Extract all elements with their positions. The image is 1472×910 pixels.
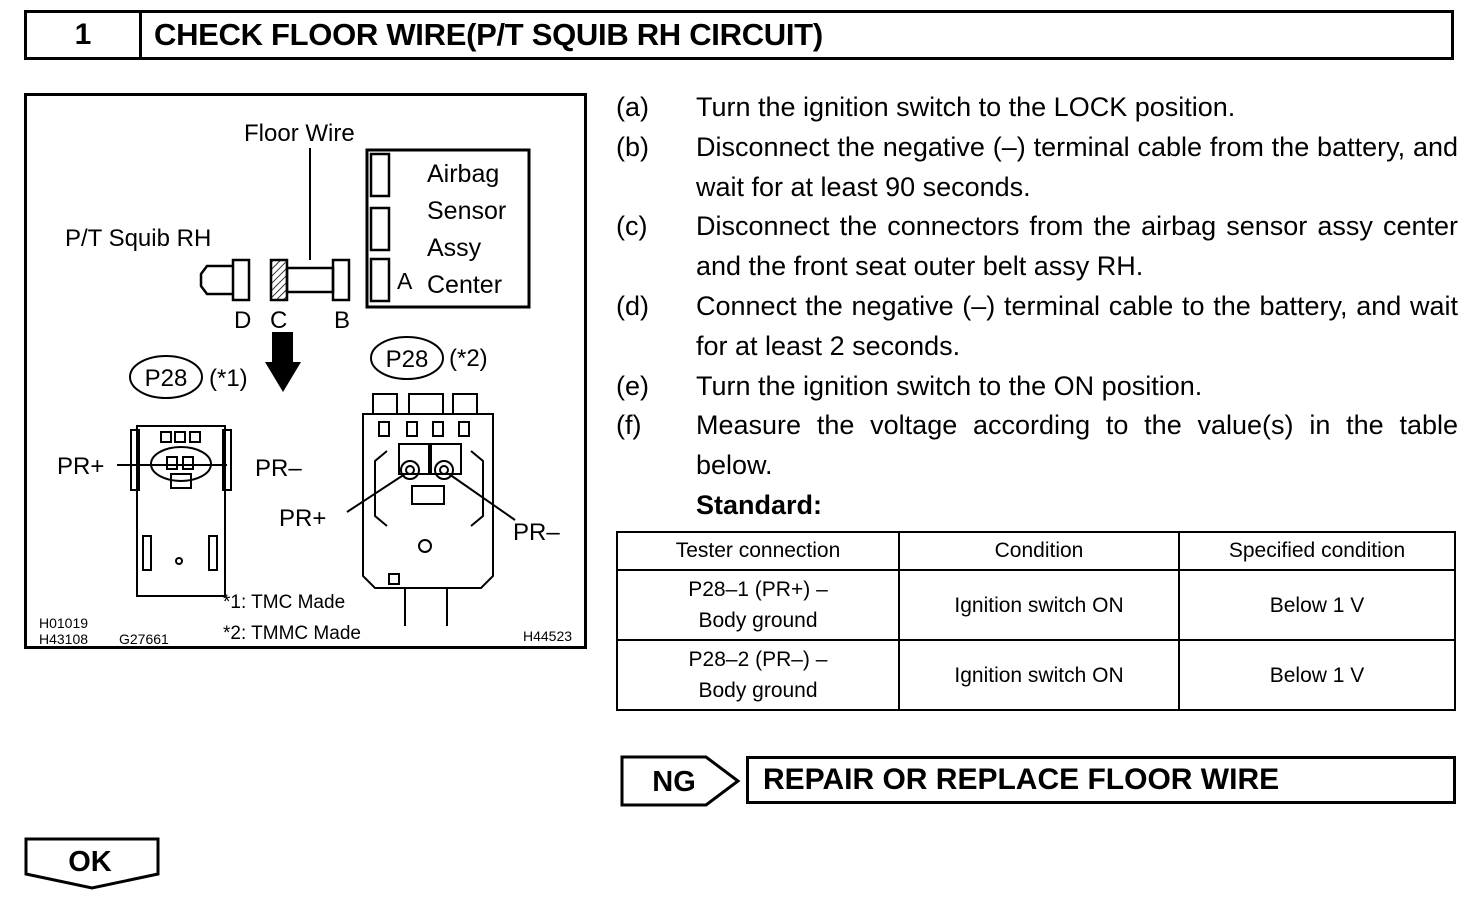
tmmc-made-note: *2: TMMC Made: [223, 623, 361, 644]
pr-minus-left-label: PR–: [255, 455, 302, 482]
step-label: (e): [616, 370, 649, 401]
airbag-label-4: Center: [427, 271, 502, 299]
procedure-steps: (a) Turn the ignition switch to the LOCK…: [616, 88, 1458, 526]
tmmc-note-marker: (*2): [449, 345, 488, 372]
step-item: (a) Turn the ignition switch to the LOCK…: [616, 88, 1458, 128]
tmc-connector: [130, 425, 232, 597]
step-label: (b): [616, 131, 649, 162]
tmc-made-note: *1: TMC Made: [223, 592, 345, 613]
step-item: (f) Measure the voltage according to the…: [616, 406, 1458, 486]
ng-result-text: REPAIR OR REPLACE FLOOR WIRE: [763, 763, 1280, 796]
airbag-label-1: Airbag: [427, 160, 499, 188]
specified-condition-cell: Below 1 V: [1178, 569, 1456, 641]
standard-label: Standard:: [696, 489, 823, 520]
airbag-label-3: Assy: [427, 234, 482, 262]
step-text: Connect the negative (–) terminal cable …: [696, 290, 1458, 361]
figure-code-2: H43108: [39, 631, 88, 647]
connector-c-label: C: [270, 307, 287, 334]
pt-squib-label: P/T Squib RH: [65, 225, 211, 252]
airbag-sensor-box: [365, 148, 531, 309]
airbag-label-2: Sensor: [427, 197, 506, 225]
condition-cell: Ignition switch ON: [898, 569, 1180, 641]
table-header-row: Tester connection Condition Specified co…: [616, 531, 1456, 571]
step-label: (a): [616, 92, 649, 122]
tester-connection-line-1: P28–1 (PR+) –: [688, 578, 828, 601]
step-item: (b) Disconnect the negative (–) terminal…: [616, 128, 1458, 208]
tester-connection-cell: P28–1 (PR+) – Body ground: [616, 569, 900, 641]
tmc-note-marker: (*1): [209, 365, 248, 392]
table-row: P28–1 (PR+) – Body ground Ignition switc…: [616, 569, 1456, 641]
figure-code-1: H01019: [39, 615, 88, 631]
ng-arrow-box: NG: [620, 755, 741, 807]
connector-b-label: B: [334, 307, 350, 334]
step-text: Measure the voltage according to the val…: [696, 410, 1458, 481]
column-header: Condition: [898, 531, 1180, 571]
step-text: Disconnect the connectors from the airba…: [696, 211, 1458, 282]
pr-plus-left-label: PR+: [57, 453, 104, 480]
connector-diagram: Floor Wire Airbag Sensor Assy Center A P…: [39, 120, 572, 647]
step-number: 1: [27, 13, 142, 57]
ng-label: NG: [652, 766, 696, 798]
step-item: (c) Disconnect the connectors from the a…: [616, 207, 1458, 287]
step-item: (d) Connect the negative (–) terminal ca…: [616, 287, 1458, 367]
column-header: Specified condition: [1178, 531, 1456, 571]
figure-code-3: G27661: [119, 631, 169, 647]
tmmc-connector: [362, 393, 494, 626]
step-text: Turn the ignition switch to the ON posit…: [696, 370, 1203, 401]
step-text: Disconnect the negative (–) terminal cab…: [696, 131, 1458, 202]
spec-table: Tester connection Condition Specified co…: [616, 531, 1456, 711]
step-label: (d): [616, 290, 649, 321]
pr-plus-right-label: PR+: [279, 505, 326, 532]
step-item: (e) Turn the ignition switch to the ON p…: [616, 367, 1458, 407]
tester-connection-line-2: Body ground: [698, 609, 818, 632]
table-row: P28–2 (PR–) – Body ground Ignition switc…: [616, 639, 1456, 711]
arrow-down-icon: [265, 332, 301, 392]
pr-minus-right-label: PR–: [513, 519, 560, 546]
p28-right-label: P28: [386, 346, 429, 373]
ng-result-box: REPAIR OR REPLACE FLOOR WIRE: [746, 756, 1456, 804]
step-label: (c): [616, 211, 648, 242]
connector-d-label: D: [234, 307, 251, 334]
step-text: Turn the ignition switch to the LOCK pos…: [696, 92, 1236, 122]
tester-connection-line-1: P28–2 (PR–) –: [688, 648, 828, 671]
tester-connection-cell: P28–2 (PR–) – Body ground: [616, 639, 900, 711]
step-header: 1 CHECK FLOOR WIRE(P/T SQUIB RH CIRCUIT): [24, 10, 1454, 60]
column-header: Tester connection: [616, 531, 900, 571]
floor-wire-label: Floor Wire: [244, 120, 355, 147]
connector-illustration: Floor Wire Airbag Sensor Assy Center A P…: [24, 93, 587, 649]
connector-a-label: A: [397, 268, 413, 294]
ok-label: OK: [68, 846, 112, 878]
ok-arrow-box: OK: [24, 837, 160, 890]
step-label: (f): [616, 410, 642, 441]
p28-left-label: P28: [145, 365, 188, 392]
figure-code-4: H44523: [523, 628, 572, 644]
condition-cell: Ignition switch ON: [898, 639, 1180, 711]
tester-connection-line-2: Body ground: [698, 679, 818, 702]
step-title: CHECK FLOOR WIRE(P/T SQUIB RH CIRCUIT): [154, 17, 823, 52]
specified-condition-cell: Below 1 V: [1178, 639, 1456, 711]
